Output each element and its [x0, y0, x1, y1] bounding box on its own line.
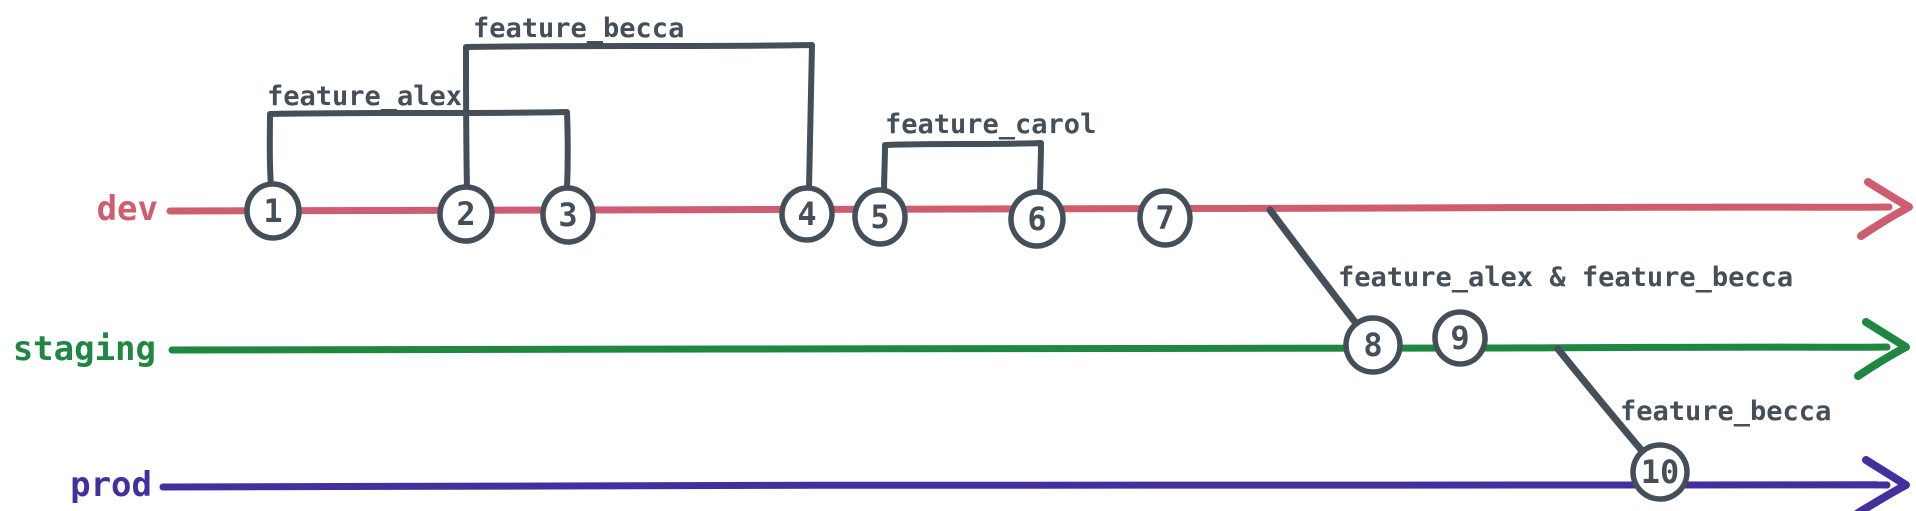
commit-node-6: 6	[1008, 189, 1066, 249]
commit-number: 9	[1450, 319, 1469, 357]
branch-dev: dev	[97, 178, 1913, 240]
merge-alex-becca-label: feature_alex & feature_becca	[1338, 262, 1793, 293]
commit-number: 8	[1363, 326, 1382, 364]
merge-becca-label: feature_becca	[1620, 396, 1831, 427]
prod-branch-line	[159, 481, 1891, 491]
feature-alex-bracket-line	[266, 109, 571, 192]
branch-prod: prod	[70, 456, 1910, 511]
commit-number: 1	[263, 192, 282, 230]
commit-circle	[1630, 442, 1690, 502]
staging-arrow-icon	[1854, 318, 1910, 380]
commit-circle	[852, 187, 908, 247]
prod-branch-label: prod	[70, 465, 152, 505]
feature-bracket-carol: feature_carol	[881, 109, 1096, 198]
commit-circle	[437, 184, 495, 244]
commit-circle	[540, 185, 596, 245]
commit-number: 3	[558, 196, 577, 234]
feature-carol-bracket-line	[881, 140, 1044, 198]
commit-node-3: 3	[540, 185, 596, 245]
staging-branch-line	[168, 343, 1891, 354]
commit-number: 2	[456, 195, 475, 233]
commit-node-10: 10	[1630, 442, 1690, 502]
feature-bracket-becca: feature_becca	[463, 13, 815, 192]
commit-node-8: 8	[1343, 315, 1403, 375]
commit-node-5: 5	[852, 187, 908, 247]
commit-number: 7	[1155, 199, 1174, 237]
commit-number: 4	[797, 195, 816, 233]
commit-number: 5	[870, 198, 889, 236]
commit-circle	[779, 185, 835, 243]
commit-number: 10	[1641, 453, 1680, 491]
commit-number: 6	[1027, 200, 1046, 238]
feature-becca-bracket-line	[463, 42, 815, 192]
commit-node-2: 2	[437, 184, 495, 244]
commit-node-7: 7	[1137, 188, 1193, 248]
prod-arrow-icon	[1854, 456, 1910, 511]
feature-carol-label: feature_carol	[885, 109, 1096, 140]
commit-node-1: 1	[244, 181, 302, 241]
feature-becca-label: feature_becca	[473, 13, 684, 44]
feature-bracket-alex: feature_alex	[266, 81, 571, 192]
branch-staging: staging	[13, 318, 1910, 380]
staging-branch-label: staging	[13, 329, 156, 369]
commit-circle	[1432, 309, 1488, 367]
dev-arrow-icon	[1857, 178, 1913, 240]
commit-node-9: 9	[1432, 309, 1488, 367]
commit-circle	[244, 181, 302, 241]
commit-circle	[1137, 188, 1193, 248]
dev-branch-label: dev	[97, 189, 158, 229]
commit-node-4: 4	[779, 185, 835, 243]
commit-circle	[1343, 315, 1403, 375]
feature-alex-label: feature_alex	[267, 81, 462, 112]
commit-circle	[1008, 189, 1066, 249]
merge-dev-to-staging: feature_alex & feature_becca	[1266, 206, 1793, 348]
merge-staging-to-prod: feature_becca	[1554, 345, 1831, 475]
